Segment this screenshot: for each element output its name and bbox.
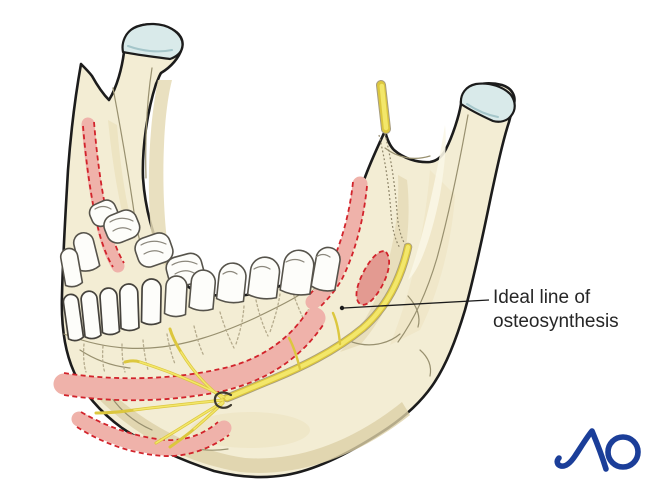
right-condyle-cartilage xyxy=(459,82,516,123)
left-condyle-cartilage xyxy=(121,22,184,61)
tooth-arch xyxy=(62,246,341,342)
tooth xyxy=(215,262,247,304)
far-side-molars xyxy=(59,199,205,288)
tooth xyxy=(163,275,188,318)
ao-logo-o xyxy=(605,434,641,470)
inferior-alveolar-nerve xyxy=(222,80,413,403)
tooth xyxy=(310,246,341,292)
annotation: Ideal line of osteosynthesis xyxy=(339,287,619,332)
label-ideal-line-2: osteosynthesis xyxy=(493,311,619,332)
tooth xyxy=(118,283,140,332)
mental-nerve-branches xyxy=(94,311,342,449)
tooth xyxy=(134,232,174,268)
tooth xyxy=(246,256,281,300)
mental-foramen-hook xyxy=(213,391,233,409)
leader-dot xyxy=(339,305,345,311)
tooth xyxy=(140,278,162,326)
label-ideal-line-1: Ideal line of xyxy=(493,287,591,308)
tooth xyxy=(80,290,102,340)
osteosynthesis-band-inferior-border xyxy=(71,411,232,457)
mandible-bone-outline xyxy=(60,23,516,479)
tooth xyxy=(103,209,141,244)
tooth xyxy=(72,231,101,272)
tooth xyxy=(99,287,121,336)
tooth xyxy=(279,249,315,296)
leader-line xyxy=(343,299,490,309)
osteosynthesis-band-body xyxy=(53,307,326,402)
ao-logo: AO xyxy=(554,428,641,472)
osteosynthesis-zone-angle xyxy=(355,250,390,306)
tooth xyxy=(188,269,217,312)
ao-logo-a xyxy=(554,428,609,472)
tooth xyxy=(59,247,84,288)
tooth xyxy=(62,293,85,342)
